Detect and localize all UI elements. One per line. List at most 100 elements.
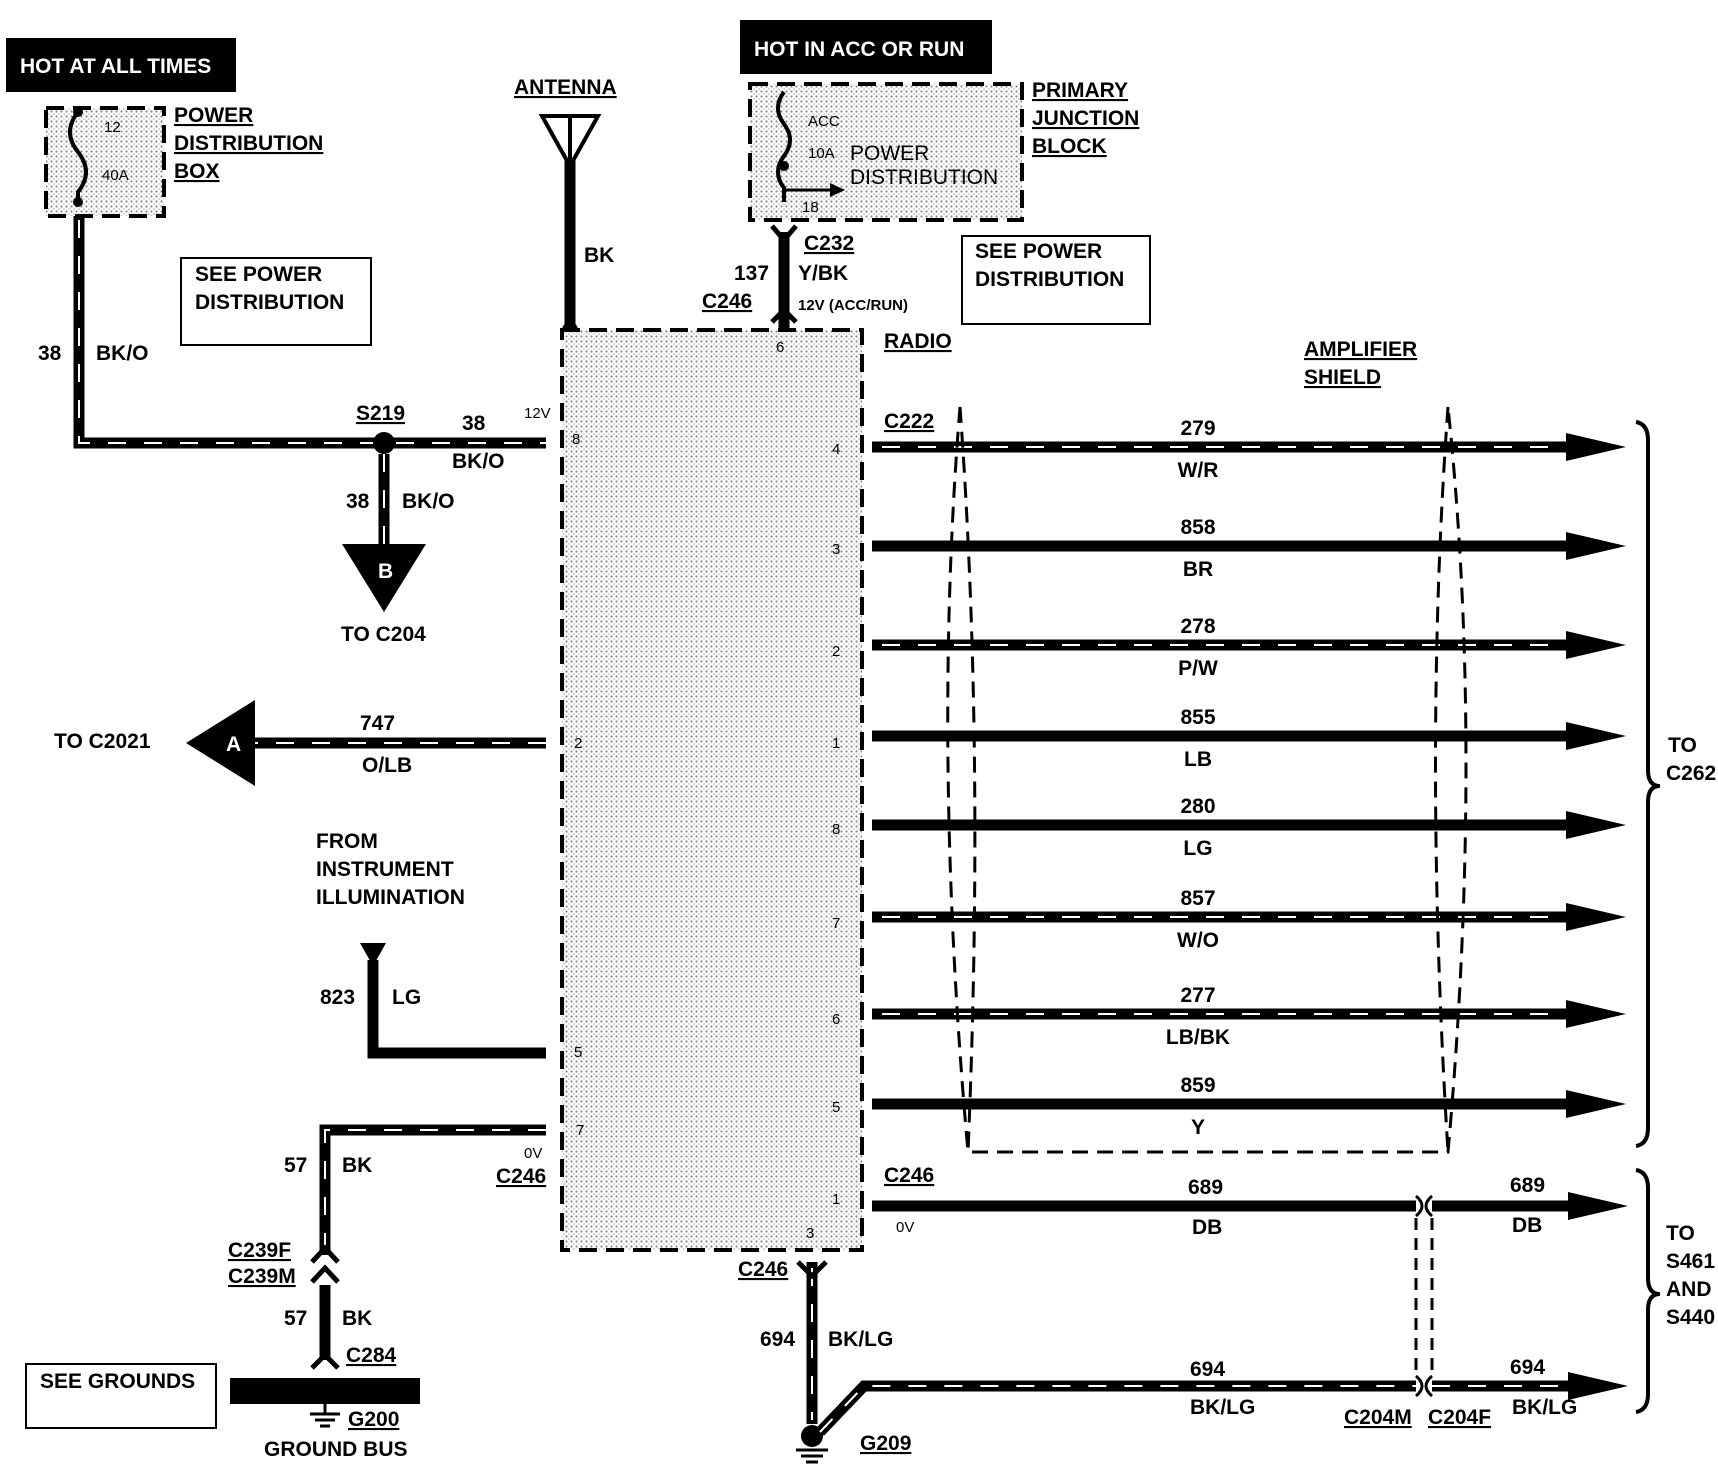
see-power-note-left (180, 257, 372, 346)
amp-wire-color-278: P/W (1178, 657, 1218, 680)
from-illum-3: ILLUMINATION (316, 886, 465, 909)
radio-pin-right-8: 5 (832, 1099, 840, 1116)
wire-689-color-b: DB (1512, 1214, 1542, 1237)
junction-title-3: BLOCK (1032, 135, 1107, 158)
radio-pin-right-6: 7 (832, 915, 840, 932)
wire-694-arrow (1568, 1372, 1628, 1400)
hot-in-acc-tag (740, 20, 992, 74)
amp-wire-arrow-857 (1566, 903, 1626, 931)
amp-wire-num-858: 858 (1180, 516, 1215, 539)
amp-wire-arrow-855 (1566, 722, 1626, 750)
junction-inner-1: POWER (850, 142, 929, 165)
ground-g209-icon (801, 1425, 823, 1447)
see-power-left-2: DISTRIBUTION (195, 291, 344, 314)
connector-a-label: A (226, 733, 241, 756)
connector-c239-icon (310, 1244, 340, 1264)
junction-title-1: PRIMARY (1032, 79, 1128, 102)
from-illum-2: INSTRUMENT (316, 858, 454, 881)
hot-at-all-times-text: HOT AT ALL TIMES (20, 55, 211, 78)
amp-wire-color-855: LB (1184, 748, 1212, 771)
wire-38-color-c: BK/O (402, 490, 455, 513)
c246-bottom: C246 (738, 1258, 788, 1281)
voltage-acc-run: 12V (ACC/RUN) (798, 297, 908, 314)
amp-wire-color-277: LB/BK (1166, 1026, 1230, 1049)
amp-wire-arrow-278 (1566, 631, 1626, 659)
fuse-number: 12 (104, 119, 121, 136)
wire-38-num-b: 38 (462, 412, 486, 435)
g200-label: G200 (348, 1408, 399, 1431)
c246-right: C246 (884, 1164, 934, 1187)
hot-in-acc-text: HOT IN ACC OR RUN (754, 38, 964, 61)
g209-label: G209 (860, 1432, 911, 1455)
wire-57 (319, 1124, 546, 1255)
amp-wire-color-859: Y (1191, 1116, 1205, 1139)
amp-wire-color-857: W/O (1177, 929, 1219, 952)
radio-pin-right-2: 3 (832, 541, 840, 558)
wire-57-color-b: BK (342, 1307, 372, 1330)
wire-694-num-a: 694 (760, 1328, 795, 1351)
junction-title-2: JUNCTION (1032, 107, 1139, 130)
amplifier-wires: 279W/R858BR278P/W855LB280LG857W/O277LB/B… (872, 417, 1626, 1139)
wire-689-num-b: 689 (1510, 1174, 1545, 1197)
connector-a-triangle (186, 700, 255, 786)
ground-g200-icon (310, 1404, 340, 1428)
antenna-wire-color: BK (584, 244, 614, 267)
fuse-icon (68, 110, 88, 206)
wire-694-horizontal-a (816, 1380, 1416, 1436)
splice-label: S219 (356, 402, 405, 425)
wire-57-num-b: 57 (284, 1307, 307, 1330)
ground-bus-label: GROUND BUS (264, 1438, 408, 1461)
radio-pin-right-3: 2 (832, 643, 840, 660)
junction-fuse-num: 18 (802, 199, 819, 216)
wire-137-num: 137 (734, 262, 769, 285)
radio-pin-left-4: 7 (576, 1122, 584, 1139)
c204f-label: C204F (1428, 1406, 1491, 1429)
wire-38-color-b: BK/O (452, 450, 505, 473)
wire-694-num-b: 694 (1190, 1358, 1225, 1381)
see-power-note-top (961, 235, 1151, 325)
voltage-0v-right: 0V (896, 1219, 914, 1236)
wire-694-color-a: BK/LG (828, 1328, 893, 1351)
power-box-title-3: BOX (174, 160, 220, 183)
power-box-title-1: POWER (174, 104, 253, 127)
wire-57-color-a: BK (342, 1154, 372, 1177)
amp-wire-num-278: 278 (1180, 615, 1215, 638)
connector-c232-icon (770, 224, 798, 244)
voltage-12v: 12V (524, 405, 551, 422)
radio-pin-left-3: 5 (574, 1044, 582, 1061)
wire-823-color: LG (392, 986, 421, 1009)
amp-wire-color-279: W/R (1178, 459, 1219, 482)
to-s-2: S461 (1666, 1250, 1715, 1273)
see-grounds-text: SEE GROUNDS (40, 1370, 195, 1393)
amp-wire-color-858: BR (1183, 558, 1213, 581)
radio-pin-right-4: 1 (832, 735, 840, 752)
wire-57-num-a: 57 (284, 1154, 307, 1177)
amplifier-shield-outline (946, 406, 1468, 1154)
radio-pin-top: 6 (776, 339, 784, 356)
to-s-1: TO (1666, 1222, 1695, 1245)
see-grounds-note (25, 1363, 217, 1429)
bracket-to-s461 (1635, 1168, 1661, 1414)
wire-694-color-b: BK/LG (1190, 1396, 1255, 1419)
wire-823 (367, 960, 546, 1059)
radio-pin-left-1: 8 (572, 431, 580, 448)
amp-wire-num-857: 857 (1180, 887, 1215, 910)
radio-label: RADIO (884, 330, 952, 353)
junction-fuse-icon (776, 90, 792, 202)
primary-junction-block (748, 82, 1024, 222)
antenna-label: ANTENNA (514, 76, 617, 99)
radio-pin-right-7: 6 (832, 1011, 840, 1028)
to-s-4: S440 (1666, 1306, 1715, 1329)
amp-wire-arrow-858 (1566, 532, 1626, 560)
radio-pin-right-5: 8 (832, 821, 840, 838)
amp-wire-arrow-859 (1566, 1090, 1626, 1118)
junction-fuse-rating: 10A (808, 145, 835, 162)
bracket-to-c262 (1635, 420, 1661, 1148)
to-c262-2: C262 (1666, 762, 1716, 785)
amp-wire-num-280: 280 (1180, 795, 1215, 818)
voltage-0v-left: 0V (524, 1145, 542, 1162)
amp-wire-num-855: 855 (1180, 706, 1215, 729)
c232-label: C232 (804, 232, 854, 255)
radio-pin-right-9: 1 (832, 1191, 840, 1208)
wire-689-arrow (1568, 1192, 1628, 1220)
